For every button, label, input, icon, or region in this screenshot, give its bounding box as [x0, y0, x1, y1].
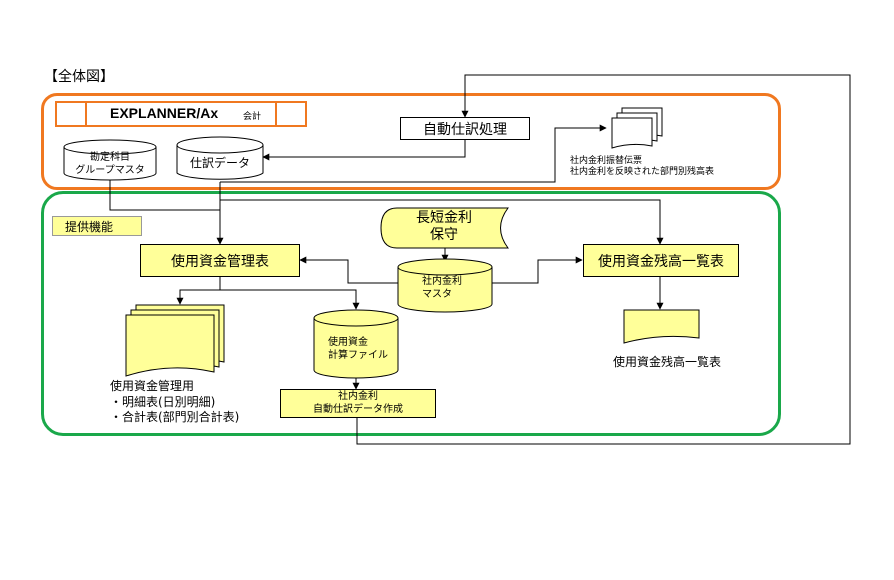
rate-maintenance-line1: 長短金利 — [416, 210, 472, 226]
calc-file-line1: 使用資金 — [328, 337, 368, 348]
explanner-subtitle: 会計 — [243, 112, 262, 122]
explanner-bar: EXPLANNER/Ax 会計 — [55, 101, 307, 127]
calc-file-cylinder — [313, 309, 399, 379]
journal-to-balance-line — [220, 199, 664, 245]
master-to-fund-line — [109, 180, 220, 211]
interest-master-line2: マスタ — [422, 288, 452, 300]
process-to-journal-line — [262, 140, 466, 161]
output-docs-note-line1: 社内金利振替伝票 — [570, 156, 643, 166]
output-docs-note-line2: 社内金利を反映された部門別残高表 — [570, 167, 715, 178]
fund-to-calc-line — [220, 289, 360, 310]
rate-maintenance-line2: 保守 — [430, 226, 458, 243]
output-docs-icon — [611, 107, 663, 149]
provided-function-region — [41, 191, 781, 436]
journal-data-cylinder — [176, 136, 264, 180]
management-report-line3: ・合計表(部門別合計表) — [110, 410, 240, 425]
diagram-title: 【全体図】 — [44, 69, 114, 85]
rate-maintenance-shape — [380, 207, 509, 249]
loop-back-line — [356, 74, 851, 445]
balance-list-report-caption: 使用資金残高一覧表 — [613, 355, 722, 369]
auto-journal-create-line1: 社内金利 — [338, 391, 378, 402]
auto-journal-create-line2: 自動仕訳データ作成 — [313, 403, 403, 415]
interest-master-label: 社内金利 マスタ — [422, 276, 462, 301]
rate-maintenance-label: 長短金利 保守 — [385, 210, 503, 244]
account-master-line2: グループマスタ — [75, 164, 145, 176]
explanner-bar-right-cell — [275, 103, 277, 125]
auto-journal-create-box: 社内金利 自動仕訳データ作成 — [280, 389, 436, 418]
management-report-line1: 使用資金管理用 — [110, 379, 195, 393]
explanner-region — [41, 93, 781, 190]
fund-to-report-line — [176, 277, 221, 305]
master-to-fund-left-line — [299, 256, 398, 284]
explanner-title: EXPLANNER/Ax — [110, 105, 219, 121]
fund-management-table-box: 使用資金管理表 — [140, 244, 300, 277]
account-master-label: 勘定科目 グループマスタ — [64, 152, 156, 177]
account-master-line1: 勘定科目 — [90, 152, 130, 163]
account-master-cylinder — [63, 139, 157, 181]
management-report-caption: 使用資金管理用 ・明細表(日別明細) ・合計表(部門別合計表) — [110, 379, 239, 426]
interest-master-cylinder — [397, 258, 493, 313]
provided-function-label: 提供機能 — [52, 216, 142, 236]
master-to-balance-line — [492, 256, 583, 284]
management-report-icon — [125, 304, 225, 377]
calc-file-line2: 計算ファイル — [328, 349, 388, 361]
balance-list-report-icon — [623, 309, 700, 344]
explanner-bar-left-cell — [85, 103, 87, 125]
calc-file-label: 使用資金 計算ファイル — [328, 337, 388, 362]
management-report-line2: ・明細表(日別明細) — [110, 394, 216, 409]
journal-to-output-line — [220, 124, 607, 183]
balance-list-box: 使用資金残高一覧表 — [583, 244, 739, 277]
auto-journal-process-box: 自動仕訳処理 — [400, 117, 530, 140]
interest-master-line1: 社内金利 — [422, 276, 462, 287]
journal-data-label: 仕訳データ — [189, 156, 250, 170]
output-docs-note: 社内金利振替伝票 社内金利を反映された部門別残高表 — [570, 156, 714, 179]
